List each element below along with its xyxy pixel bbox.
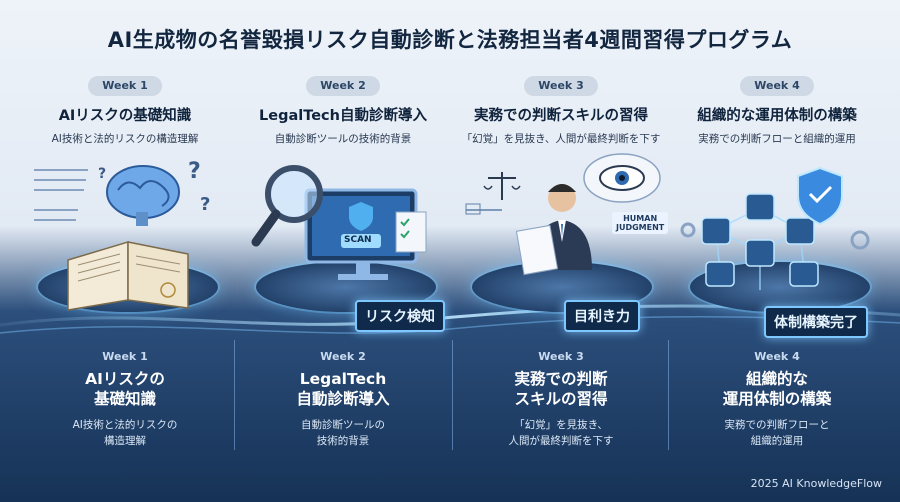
svg-text:?: ? xyxy=(98,166,106,182)
column-divider-3 xyxy=(668,340,669,450)
week-1-top-subtitle: AI技術と法的リスクの構造理解 xyxy=(51,133,199,145)
legal-book-icon xyxy=(67,240,189,311)
week-1-label: Week 1 xyxy=(102,350,148,363)
scales-of-justice-icon xyxy=(483,172,521,200)
column-divider-1 xyxy=(234,340,235,450)
week-2-header: Week 2 LegalTech自動診断導入 自動診断ツールの技術的背景 xyxy=(238,76,448,146)
scan-monitor-icon xyxy=(304,188,427,280)
week-4-illustration xyxy=(680,150,880,325)
week-2-bottom-subtitle: 自動診断ツールの 技術的背景 xyxy=(301,419,385,447)
week-3-bottom-title: 実務での判断 スキルの習得 xyxy=(514,370,608,408)
week-3-pill: Week 3 xyxy=(524,76,598,96)
risk-detection-banner: リスク検知 xyxy=(355,300,445,332)
discernment-banner: 目利き力 xyxy=(564,300,640,332)
week-4-top-subtitle: 実務での判断フローと組織的運用 xyxy=(698,133,856,145)
organization-network-icon xyxy=(680,193,870,290)
week-3-header: Week 3 実務での判断スキルの習得 「幻覚」を見抜き、人間が最終判断を下す xyxy=(456,76,666,146)
human-judgment-tag: HUMAN JUDGMENT xyxy=(612,212,669,234)
week-1-bottom-title: AIリスクの 基礎知識 xyxy=(85,370,165,408)
week-1-summary: Week 1 AIリスクの 基礎知識 AI技術と法的リスクの 構造理解 xyxy=(20,350,230,449)
week-4-pill: Week 4 xyxy=(740,76,814,96)
week-4-bottom-subtitle: 実務での判断フローと 組織的運用 xyxy=(724,419,830,447)
week-2-bottom-title: LegalTech 自動診断導入 xyxy=(296,370,390,408)
week-4-top-title: 組織的な運用体制の構築 xyxy=(697,108,857,124)
week-2-top-subtitle: 自動診断ツールの技術的背景 xyxy=(274,133,412,145)
week-3-label: Week 3 xyxy=(538,350,584,363)
week-3-top-subtitle: 「幻覚」を見抜き、人間が最終判断を下す xyxy=(461,133,661,145)
magnifier-icon xyxy=(251,165,323,247)
svg-text:?: ? xyxy=(188,159,201,184)
week-2-top-title: LegalTech自動診断導入 xyxy=(259,108,427,124)
shield-icon xyxy=(797,166,843,226)
week-3-summary: Week 3 実務での判断 スキルの習得 「幻覚」を見抜き、 人間が最終判断を下… xyxy=(456,350,666,449)
system-complete-banner: 体制構築完了 xyxy=(764,306,868,338)
scan-label: SCAN xyxy=(344,235,372,245)
week-1-pill: Week 1 xyxy=(88,76,162,96)
page-title: AI生成物の名誉毀損リスク自動診断と法務担当者4週間習得プログラム xyxy=(107,28,793,52)
week-2-illustration: SCAN xyxy=(246,150,446,325)
week-2-pill: Week 2 xyxy=(306,76,380,96)
week-1-top-title: AIリスクの基礎知識 xyxy=(58,108,192,124)
week-2-summary: Week 2 LegalTech 自動診断導入 自動診断ツールの 技術的背景 xyxy=(238,350,448,449)
week-3-illustration: HUMAN JUDGMENT xyxy=(462,150,669,325)
column-divider-2 xyxy=(452,340,453,450)
brain-icon: ? ? ? xyxy=(34,159,210,226)
week-4-header: Week 4 組織的な運用体制の構築 実務での判断フローと組織的運用 xyxy=(672,76,882,146)
eye-thought-bubble-icon xyxy=(583,153,661,203)
week-2-label: Week 2 xyxy=(320,350,366,363)
week-4-summary: Week 4 組織的な 運用体制の構築 実務での判断フローと 組織的運用 xyxy=(672,350,882,449)
week-1-bottom-subtitle: AI技術と法的リスクの 構造理解 xyxy=(72,419,178,447)
week-4-bottom-title: 組織的な 運用体制の構築 xyxy=(722,370,832,408)
week-3-top-title: 実務での判断スキルの習得 xyxy=(474,108,648,124)
week-1-header: Week 1 AIリスクの基礎知識 AI技術と法的リスクの構造理解 xyxy=(20,76,230,146)
week-1-illustration: ? ? ? xyxy=(28,150,228,325)
week-3-bottom-subtitle: 「幻覚」を見抜き、 人間が最終判断を下す xyxy=(508,419,614,447)
svg-text:?: ? xyxy=(200,194,210,215)
footer-credit: 2025 AI KnowledgeFlow xyxy=(750,477,882,490)
businessman-icon xyxy=(465,184,592,276)
week-4-label: Week 4 xyxy=(754,350,800,363)
